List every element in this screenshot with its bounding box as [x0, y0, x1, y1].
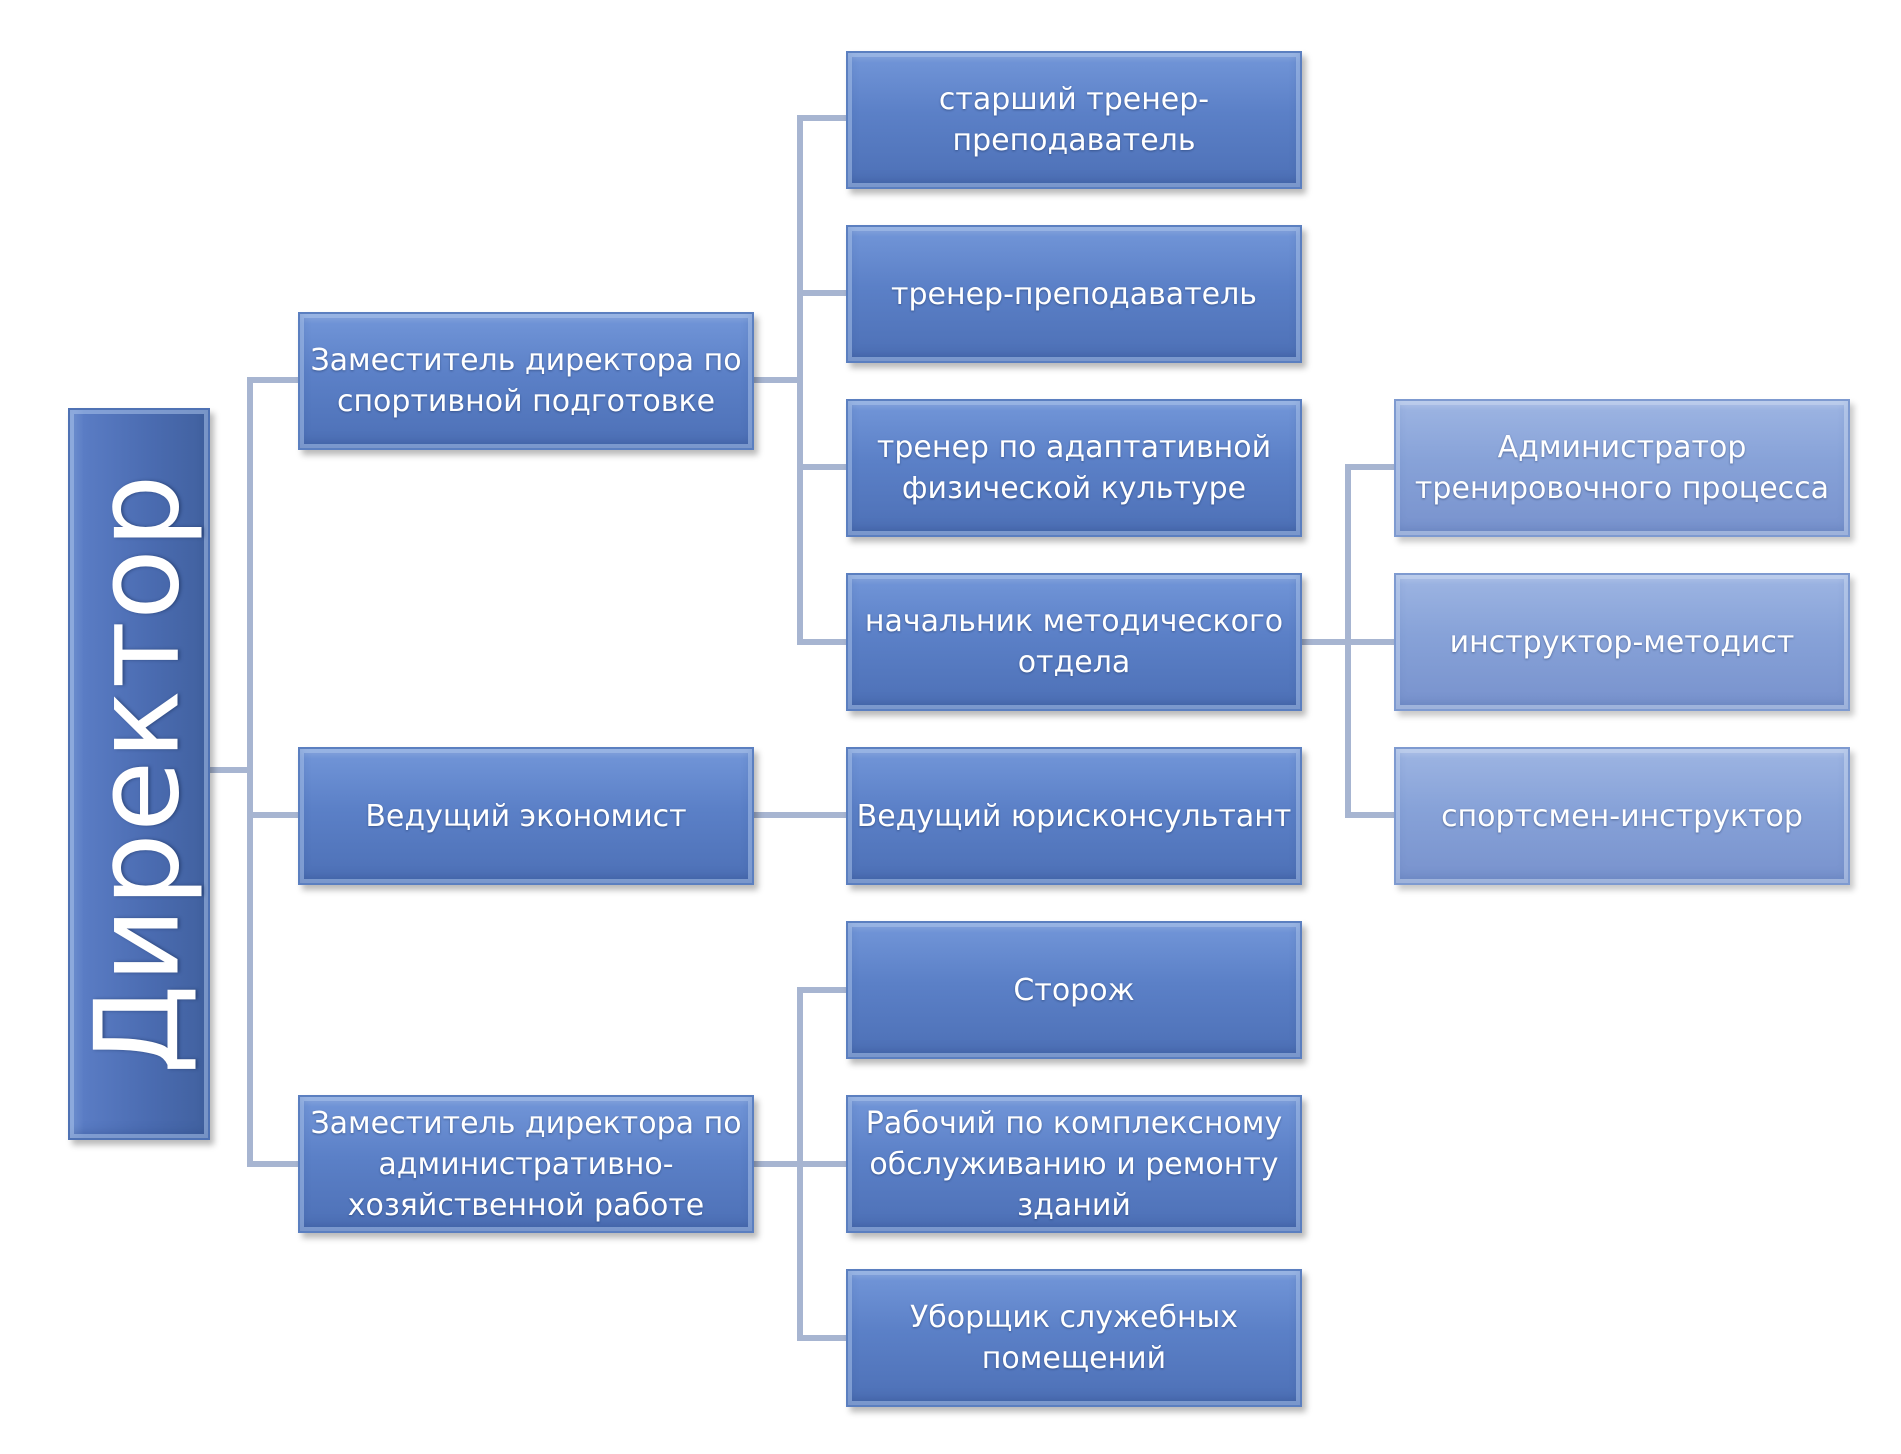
- coach-box: тренер-преподаватель: [846, 225, 1302, 363]
- senior-coach-label: старший тренер- преподаватель: [938, 82, 1210, 158]
- director-label: Директор: [71, 473, 207, 1075]
- methodical-head-box: начальник методического отдела: [846, 573, 1302, 711]
- maintenance-worker-label: Рабочий по комплексному обслуживанию и р…: [865, 1105, 1283, 1223]
- deputy-sport-label: Заместитель директора по спортивной подг…: [310, 343, 742, 419]
- methodical-head-label: начальник методического отдела: [864, 604, 1284, 680]
- deputy-admin-box: Заместитель директора по административно…: [298, 1095, 754, 1233]
- maintenance-worker-box: Рабочий по комплексному обслуживанию и р…: [846, 1095, 1302, 1233]
- instructor-methodist-box: инструктор-методист: [1394, 573, 1850, 711]
- deputy-sport-box: Заместитель директора по спортивной подг…: [298, 312, 754, 450]
- legal-counsel-label: Ведущий юрисконсультант: [856, 798, 1292, 834]
- deputy-economist-label: Ведущий экономист: [365, 798, 687, 834]
- senior-coach-box: старший тренер- преподаватель: [846, 51, 1302, 189]
- watchman-box: Сторож: [846, 921, 1302, 1059]
- athlete-instructor-box: спортсмен-инструктор: [1394, 747, 1850, 885]
- deputy-economist-box: Ведущий экономист: [298, 747, 754, 885]
- coach-label: тренер-преподаватель: [891, 276, 1257, 312]
- deputy-admin-label: Заместитель директора по административно…: [310, 1105, 742, 1223]
- training-admin-box: Администратор тренировочного процесса: [1394, 399, 1850, 537]
- cleaner-label: Уборщик служебных помещений: [909, 1300, 1239, 1376]
- watchman-label: Сторож: [1013, 972, 1135, 1008]
- cleaner-box: Уборщик служебных помещений: [846, 1269, 1302, 1407]
- athlete-instructor-label: спортсмен-инструктор: [1441, 798, 1803, 834]
- adaptive-coach-box: тренер по адаптативной физической культу…: [846, 399, 1302, 537]
- training-admin-label: Администратор тренировочного процесса: [1414, 430, 1830, 506]
- instructor-methodist-label: инструктор-методист: [1449, 624, 1795, 660]
- legal-counsel-box: Ведущий юрисконсультант: [846, 747, 1302, 885]
- adaptive-coach-label: тренер по адаптативной физической культу…: [876, 430, 1272, 506]
- director-box: Директор: [68, 408, 210, 1140]
